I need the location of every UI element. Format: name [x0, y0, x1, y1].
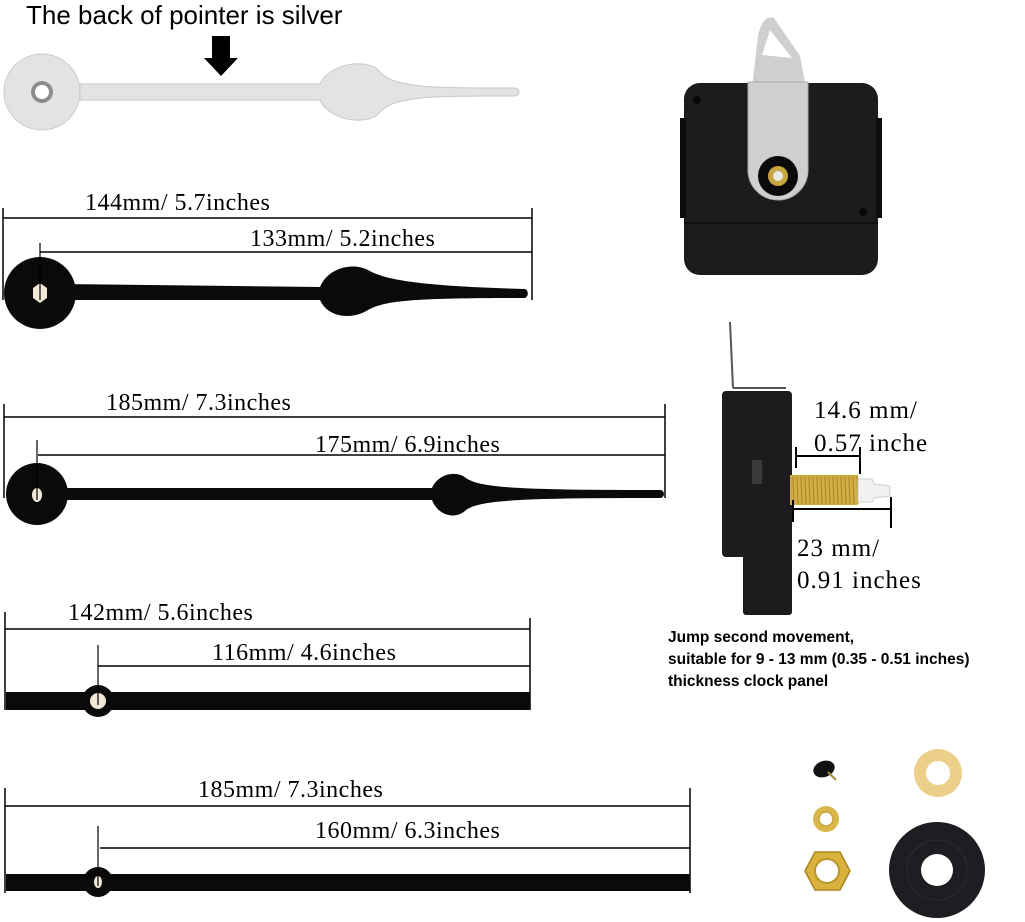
down-arrow-icon: [204, 36, 238, 76]
inner-length-label: 160mm/ 6.3inches: [315, 818, 500, 844]
screw-hole: [859, 208, 867, 216]
accessories: [804, 749, 985, 918]
hand-body: [60, 473, 664, 516]
shaft-threads: [792, 475, 859, 505]
hand-row-1: 144mm/ 5.7inches 133mm/ 5.2inches: [2, 190, 533, 329]
thread-line: [844, 475, 847, 505]
headline: The back of pointer is silver: [26, 0, 343, 30]
screw-hole: [693, 96, 701, 104]
note-line-1: Jump second movement,: [668, 629, 855, 646]
thread-line: [848, 475, 851, 505]
thread-line: [852, 475, 855, 505]
silver-hand-hole-center: [35, 85, 49, 99]
hanger-hole: [762, 30, 792, 58]
hanger-side-edge: [729, 321, 734, 389]
thread-line: [832, 475, 835, 505]
movement-front-view: [680, 17, 882, 275]
total-length-label: 142mm/ 5.6inches: [68, 600, 253, 626]
plastic-shaft-tip: [857, 478, 891, 503]
thread-line: [824, 475, 827, 505]
cap-nut: [813, 760, 837, 781]
thread-line: [840, 475, 843, 505]
hand-body: [60, 266, 528, 316]
hand-row-3: 142mm/ 5.6inches 116mm/ 4.6inches: [4, 600, 531, 717]
shaft-length-label-line2: 0.91 inches: [797, 567, 922, 594]
side-slot: [752, 460, 762, 484]
thread-line: [800, 475, 803, 505]
note-line-3: thickness clock panel: [668, 673, 829, 690]
thread-line: [796, 475, 799, 505]
brass-washer: [914, 749, 962, 797]
thread-line: [836, 475, 839, 505]
silver-hand: [3, 36, 520, 131]
hand-body: [6, 874, 690, 891]
housing-side-tab: [876, 118, 882, 218]
total-length-label: 144mm/ 5.7inches: [85, 190, 270, 216]
thread-line: [804, 475, 807, 505]
movement-side-view: 14.6 mm/ 0.57 inche 23 mm/ 0.91 inches: [722, 321, 928, 615]
rubber-gasket: [889, 822, 985, 918]
thread-line: [792, 475, 795, 505]
side-housing-lower: [743, 515, 792, 615]
thread-line: [812, 475, 815, 505]
thread-line: [816, 475, 819, 505]
housing-seam: [684, 222, 878, 224]
total-length-label: 185mm/ 7.3inches: [106, 390, 291, 416]
thread-line: [820, 475, 823, 505]
thread-length-label-line1: 14.6 mm/: [814, 397, 918, 424]
threaded-shaft: [790, 475, 858, 505]
thread-line: [828, 475, 831, 505]
hand-body: [6, 692, 530, 710]
note-line-2: suitable for 9 - 13 mm (0.35 - 0.51 inch…: [668, 651, 970, 668]
hex-nut: [804, 851, 851, 891]
inner-length-label: 133mm/ 5.2inches: [250, 226, 435, 252]
thread-length-label-line2: 0.57 inche: [814, 430, 928, 457]
inner-length-label: 116mm/ 4.6inches: [212, 640, 396, 666]
movement-note: Jump second movement, suitable for 9 - 1…: [668, 627, 970, 693]
thread-line: [808, 475, 811, 505]
shaft-tip: [773, 171, 783, 181]
shaft-length-label-line1: 23 mm/: [797, 535, 880, 562]
silver-hand-body: [79, 63, 520, 121]
inner-length-label: 175mm/ 6.9inches: [315, 432, 500, 458]
housing-side-tab: [680, 118, 686, 218]
total-length-label: 185mm/ 7.3inches: [198, 777, 383, 803]
small-nut: [813, 806, 839, 832]
hand-row-2: 185mm/ 7.3inches 175mm/ 6.9inches: [3, 390, 666, 525]
hand-row-4: 185mm/ 7.3inches 160mm/ 6.3inches: [4, 777, 691, 897]
